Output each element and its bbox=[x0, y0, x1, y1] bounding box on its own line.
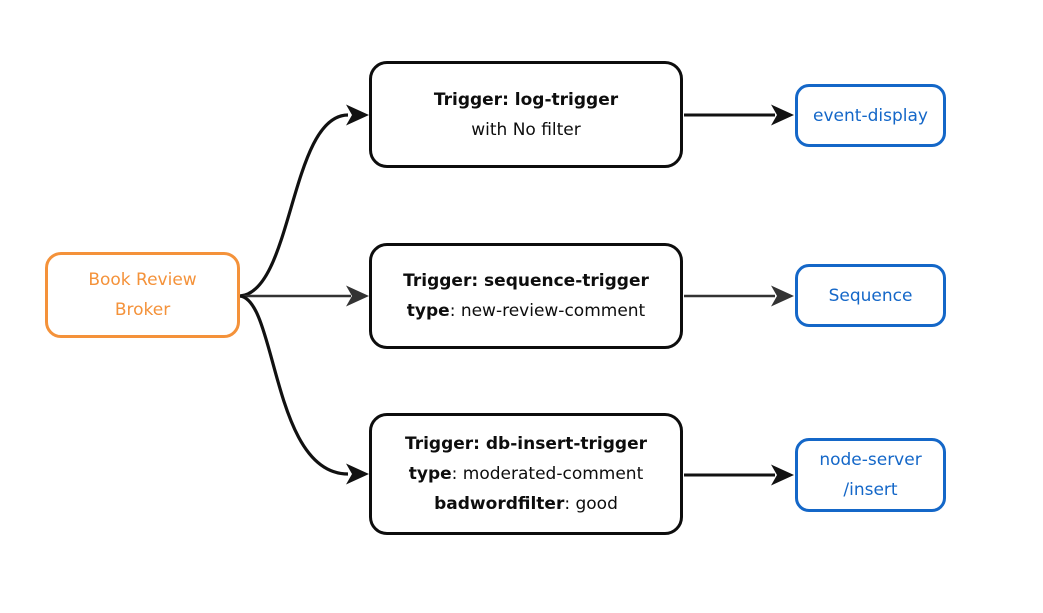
arrowhead-event-display bbox=[771, 104, 794, 126]
label-line: Trigger: db-insert-trigger bbox=[404, 434, 648, 454]
edge-broker-to-db-insert-trigger bbox=[239, 294, 349, 476]
label-line: node-server bbox=[819, 450, 922, 470]
label-line: badwordfilter: good bbox=[434, 494, 618, 514]
label-line: Sequence bbox=[828, 285, 913, 306]
arrowhead-node-server bbox=[771, 464, 794, 486]
label-line: Trigger: log-trigger bbox=[433, 89, 619, 110]
node-trigger-log: Trigger: log-trigger with No filter bbox=[369, 61, 683, 168]
arrowhead-db-insert-trigger bbox=[346, 463, 369, 485]
arrowhead-sequence-trigger bbox=[346, 285, 369, 307]
node-trigger-db-insert: Trigger: db-insert-trigger type: moderate… bbox=[369, 413, 683, 535]
node-sink-node-server-insert: node-server/insert bbox=[795, 438, 946, 512]
node-sink-event-display: event-display bbox=[795, 84, 946, 147]
label-line: Trigger: sequence-trigger bbox=[403, 271, 649, 291]
node-trigger-sequence: Trigger: sequence-trigger type: new-revie… bbox=[369, 243, 683, 349]
arrowhead-sequence bbox=[771, 285, 794, 307]
label-line: Book Review bbox=[88, 270, 197, 290]
arrowhead-log-trigger bbox=[346, 104, 369, 126]
label-line: with No filter bbox=[471, 119, 581, 140]
label-line: type: new-review-comment bbox=[406, 301, 646, 321]
label-line: event-display bbox=[813, 105, 928, 126]
label-line: type: moderated-comment bbox=[408, 464, 644, 484]
label-line: Broker bbox=[114, 300, 171, 320]
label-line: /insert bbox=[843, 480, 898, 500]
node-sink-sequence: Sequence bbox=[795, 264, 946, 327]
edge-broker-to-log-trigger bbox=[239, 113, 349, 298]
